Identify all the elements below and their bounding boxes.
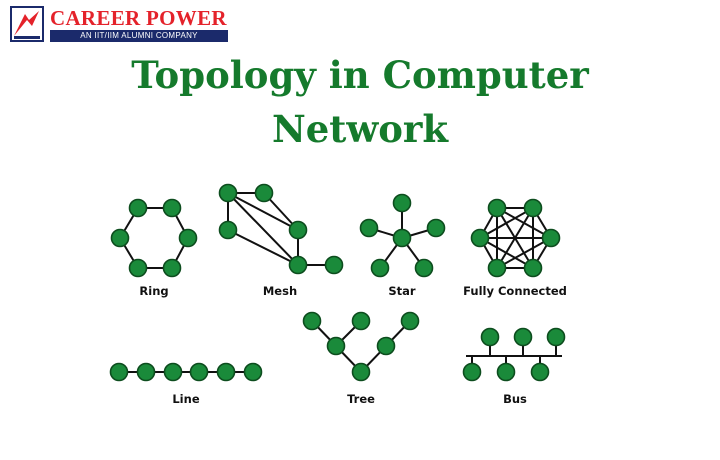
ring-label: Ring xyxy=(139,284,168,298)
star-node-5 xyxy=(370,258,390,278)
bus-node-2 xyxy=(513,327,533,347)
tree-node-2 xyxy=(351,311,371,331)
ring-node-1 xyxy=(128,198,148,218)
line-node-5 xyxy=(216,362,236,382)
tree-node-5 xyxy=(376,336,396,356)
tree-node-4 xyxy=(326,336,346,356)
bus-node-3 xyxy=(546,327,566,347)
star-node-1 xyxy=(392,193,412,213)
line-topology: Line xyxy=(109,362,263,406)
star-node-4 xyxy=(392,228,412,248)
mesh-link-3 xyxy=(227,192,299,231)
fully-connected-node-5 xyxy=(487,258,507,278)
title-line-2: Network xyxy=(271,107,449,151)
star-topology: Star xyxy=(359,193,446,298)
fully-connected-node-6 xyxy=(470,228,490,248)
ring-node-3 xyxy=(178,228,198,248)
ring-node-6 xyxy=(110,228,130,248)
mesh-topology: Mesh xyxy=(218,183,344,298)
mesh-node-1 xyxy=(218,183,238,203)
bus-node-4 xyxy=(462,362,482,382)
ring-topology: Ring xyxy=(110,198,198,298)
tree-label: Tree xyxy=(347,392,375,406)
mesh-node-6 xyxy=(324,255,344,275)
ring-node-4 xyxy=(162,258,182,278)
fully-connected-label: Fully Connected xyxy=(463,284,567,298)
fully-connected-node-4 xyxy=(523,258,543,278)
fully-connected-node-1 xyxy=(487,198,507,218)
fully-connected-node-3 xyxy=(541,228,561,248)
tree-node-1 xyxy=(302,311,322,331)
mesh-link-6 xyxy=(227,229,299,266)
career-power-logo: CAREER POWER AN IIT/IIM ALUMNI COMPANY xyxy=(10,6,228,42)
title-line-1: Topology in Computer xyxy=(131,53,589,97)
bus-label: Bus xyxy=(503,392,527,406)
ring-node-2 xyxy=(162,198,182,218)
ring-node-5 xyxy=(128,258,148,278)
star-node-6 xyxy=(414,258,434,278)
bus-node-1 xyxy=(480,327,500,347)
fully-connected-link-11 xyxy=(496,237,552,269)
tree-node-3 xyxy=(400,311,420,331)
fully-connected-node-2 xyxy=(523,198,543,218)
ring-link-1 xyxy=(118,207,190,269)
page-title: Topology in Computer Network xyxy=(0,48,720,156)
line-node-2 xyxy=(136,362,156,382)
mesh-node-4 xyxy=(288,220,308,240)
line-node-3 xyxy=(163,362,183,382)
fully-connected-link-9 xyxy=(479,207,534,239)
star-node-3 xyxy=(426,218,446,238)
star-label: Star xyxy=(388,284,416,298)
line-label: Line xyxy=(172,392,199,406)
brand-tagline: AN IIT/IIM ALUMNI COMPANY xyxy=(50,30,228,42)
brand-name: CAREER POWER xyxy=(50,6,227,30)
tree-node-6 xyxy=(351,362,371,382)
fully-connected-link-14 xyxy=(479,237,534,269)
line-node-4 xyxy=(189,362,209,382)
star-node-2 xyxy=(359,218,379,238)
bus-node-6 xyxy=(530,362,550,382)
bus-topology: Bus xyxy=(462,327,566,406)
tree-topology: Tree xyxy=(302,311,420,406)
mesh-node-2 xyxy=(254,183,274,203)
bus-node-5 xyxy=(496,362,516,382)
line-node-1 xyxy=(109,362,129,382)
fully-connected-topology: Fully Connected xyxy=(463,198,567,298)
mesh-node-5 xyxy=(288,255,308,275)
mesh-node-3 xyxy=(218,220,238,240)
mesh-link-4 xyxy=(227,192,299,266)
logo-emblem-icon xyxy=(10,6,44,42)
mesh-label: Mesh xyxy=(263,284,297,298)
line-node-6 xyxy=(243,362,263,382)
